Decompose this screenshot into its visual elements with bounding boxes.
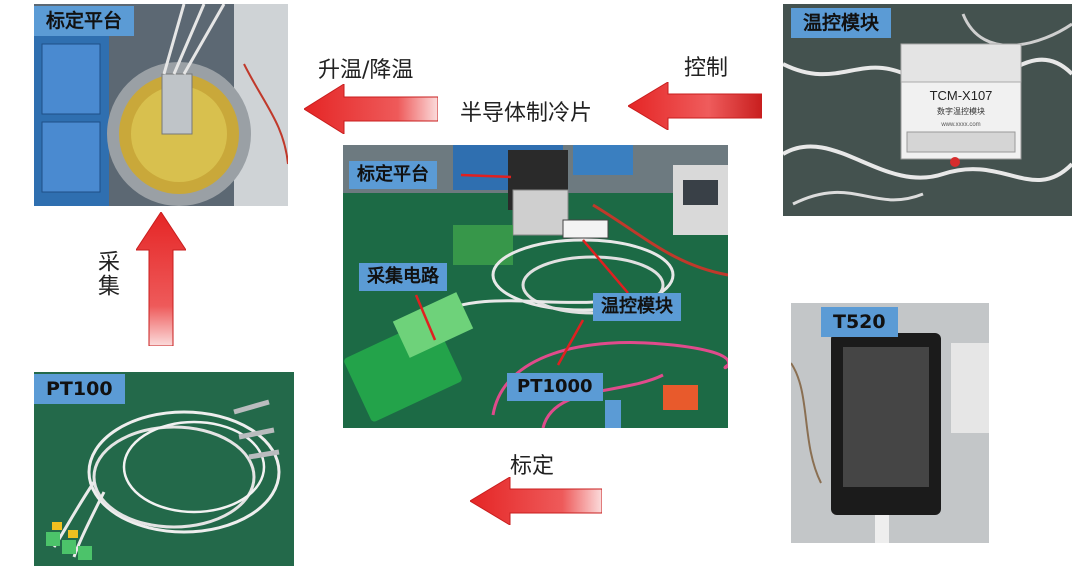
photo-test-setup: 标定平台 采集电路 温控模块 PT1000	[343, 145, 728, 428]
tag-setup-platform: 标定平台	[349, 161, 437, 189]
tag-tec-module: 温控模块	[791, 8, 892, 38]
caption-control: 控制	[684, 56, 729, 81]
photo-t520: T520	[791, 303, 989, 543]
tag-setup-circuit: 采集电路	[359, 263, 447, 291]
tag-pt100: PT100	[34, 374, 125, 404]
caption-collect: 采集	[94, 250, 119, 298]
tag-setup-module: 温控模块	[593, 293, 681, 321]
pt100-image	[34, 372, 294, 566]
photo-tec-module: TCM-X107 数字温控模块 www.xxxx.com 温控模块	[783, 4, 1072, 216]
tag-setup-pt1000: PT1000	[507, 373, 603, 401]
t520-image	[791, 303, 989, 543]
tag-calibration-platform: 标定平台	[34, 6, 135, 36]
caption-semiconductor: 半导体制冷片	[460, 101, 593, 126]
photo-calibration-platform: 标定平台	[34, 4, 288, 206]
tag-t520: T520	[821, 307, 898, 337]
tec-module-site-text: www.xxxx.com	[940, 122, 980, 128]
calibration-platform-image	[34, 4, 288, 206]
tec-module-subtitle-text: 数字温控模块	[937, 106, 985, 116]
caption-calibrate: 标定	[510, 454, 555, 479]
arrow-heat-cool	[304, 84, 438, 134]
arrow-calibrate	[470, 477, 602, 525]
arrow-collect	[136, 212, 186, 346]
arrow-control	[628, 82, 762, 130]
photo-pt100: PT100	[34, 372, 294, 566]
caption-heat-cool: 升温/降温	[318, 58, 414, 83]
tec-module-model-text: TCM-X107	[930, 88, 993, 103]
tec-module-image: TCM-X107 数字温控模块 www.xxxx.com	[783, 4, 1072, 216]
